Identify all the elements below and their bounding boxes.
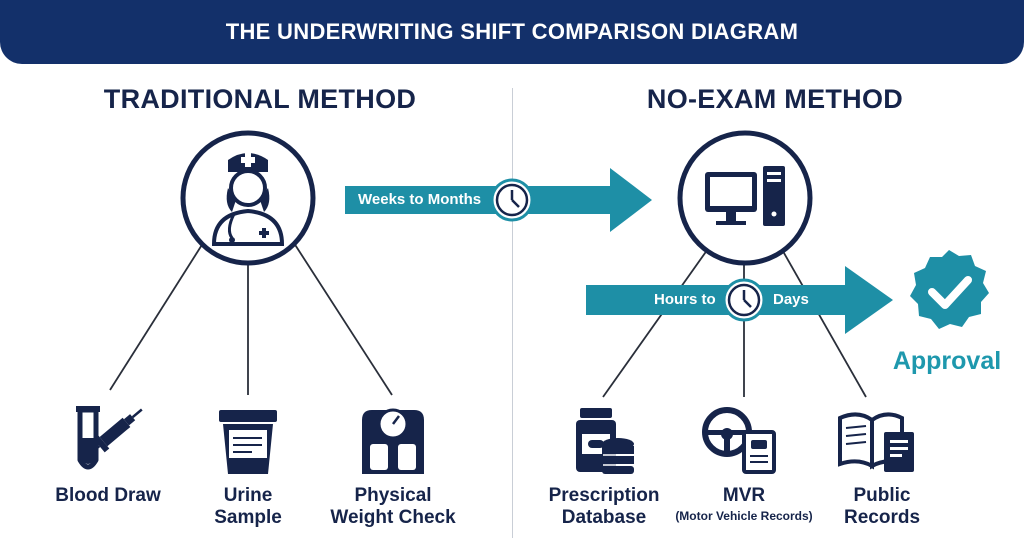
center-divider — [512, 88, 513, 538]
blood-draw-label: Blood Draw — [55, 485, 161, 506]
traditional-connectors — [109, 239, 393, 396]
mvr-subtitle: (Motor Vehicle Records) — [675, 509, 813, 523]
pill-bottle-database-icon — [576, 408, 634, 474]
traditional-method-heading: TRADITIONAL METHOD — [103, 84, 417, 114]
approval-label: Approval — [892, 347, 1002, 375]
diagram-title: THE UNDERWRITING SHIFT COMPARISON DIAGRA… — [225, 19, 799, 44]
approval-check-badge-icon — [910, 250, 989, 329]
traditional-time-arrow — [345, 168, 652, 232]
weight-scale-icon — [362, 408, 424, 474]
weeks-to-months-label: Weeks to Months — [358, 191, 482, 208]
title-banner — [0, 0, 1024, 64]
no-exam-method-heading: NO-EXAM METHOD — [646, 84, 904, 114]
no-exam-time-arrow — [586, 266, 893, 334]
hours-to-label: Hours to — [654, 291, 716, 308]
book-documents-icon — [838, 412, 914, 472]
specimen-cup-icon — [219, 410, 277, 474]
nurse-icon — [211, 153, 285, 246]
nurse-circle — [180, 130, 316, 266]
computer-circle — [677, 130, 813, 266]
steering-wheel-document-icon — [702, 407, 776, 474]
no-exam-connectors — [602, 245, 867, 398]
computer-icon — [705, 166, 785, 226]
mvr-label: MVR (Motor Vehicle Records) — [660, 485, 828, 523]
test-tube-syringe-icon — [76, 406, 143, 470]
days-label: Days — [773, 291, 809, 308]
